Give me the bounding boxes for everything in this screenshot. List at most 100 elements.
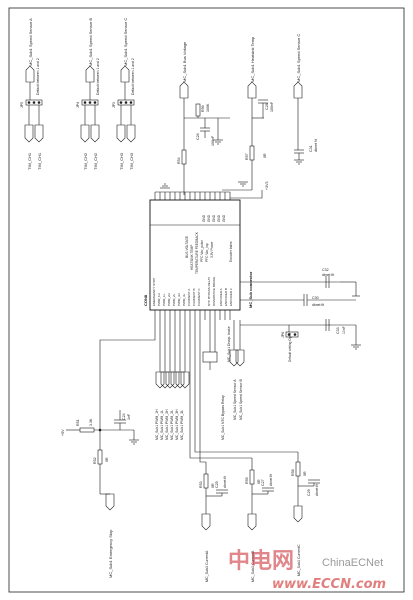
r56-ref: R56 xyxy=(201,105,205,112)
connector-tim-ch3-b: TIM_CH3 xyxy=(129,152,134,170)
watermark: 中电网 ChinaECNet www.ECCN.com xyxy=(228,549,386,592)
jumper-jp6: JP6 xyxy=(281,332,285,338)
pin-temp-feedback: TEMPERATURE FEEDBACK xyxy=(195,231,199,274)
supply-symbols: +3V3 xyxy=(160,182,269,199)
pin-gnd-1: GND xyxy=(202,214,206,222)
emergency-stop-block: +5V R51 3.3K C24 1nF R52 0R MC_Sub1 Emer… xyxy=(61,320,156,578)
r56-value: 100K xyxy=(206,103,210,112)
pin-encoder-z: ENCODER Z xyxy=(229,288,233,306)
pin-pwm-2h: PWM_2H xyxy=(167,293,171,306)
r51-ref: R51 xyxy=(76,419,80,426)
pin-ntc-bypass: NTC BYPASS RELAY xyxy=(207,277,211,306)
pin-bus-voltage: BUS VOLTAGE xyxy=(185,236,189,258)
supply-3v3-label: +3V3 xyxy=(265,182,269,191)
pin-encoder-a: ENCODER A xyxy=(219,288,223,306)
jumper-jp5: JP5 xyxy=(20,102,24,108)
c26-ref: C26 xyxy=(196,133,200,140)
c24-ref: C24 xyxy=(122,413,126,420)
pin-current-b: CURRENT B xyxy=(192,289,196,306)
connector-ref: CON8 xyxy=(143,294,148,306)
c28-value: 100nF xyxy=(270,101,274,112)
heatsink-temp-block: MC_Sub1 Heatsink Temp C28 100nF R57 0R xyxy=(222,36,274,191)
speed-sensor-c-top-label: MC_Sub1 Speed Sensor C xyxy=(296,34,301,82)
speed-sensor-b-block: MC_Sub1 Speed Sensor B Default between 1… xyxy=(76,18,100,170)
sensor-b-strap: Default between 1 and 2 xyxy=(96,58,100,95)
c25-value: dbnet fit xyxy=(223,476,227,488)
connector-con8: CON8 MC_Sub connector GND GND GND GND GN… xyxy=(143,191,253,320)
heatsink-temp-label: MC_Sub1 Heatsink Temp xyxy=(250,36,255,82)
r57-value: 0R xyxy=(263,153,267,158)
jumper-jp6-note: Default setting Open xyxy=(288,333,292,362)
c32-ref: C32 xyxy=(322,268,329,272)
c32-value: dbnet fit xyxy=(322,273,334,277)
connector-top-stubs xyxy=(154,191,231,200)
emergency-stop-label: MC_Sub1 Emergency Stop xyxy=(108,529,113,578)
pin-pwm-1l: PWM_1L xyxy=(162,293,166,306)
sensor-a-label: MC_Sub1 Speed Sensor A xyxy=(28,18,33,66)
current-b-label: MC_Sub1 CurrentB xyxy=(251,550,255,582)
c30-value: dbnet fit xyxy=(312,303,324,307)
current-c-label: MC_Sub1 CurrentC xyxy=(297,544,301,576)
c27-ref: C27 xyxy=(261,479,265,486)
c24-value: 1nF xyxy=(127,413,131,420)
c27-value: dbnet fit xyxy=(269,474,273,486)
pin-pfc-inp: PFC Vac_inp xyxy=(205,243,209,262)
pin-dissipative: DISSIPATIVE BRAKE xyxy=(212,277,216,306)
pwm-ports: MC_Sub1 PWM_1H MC_Sub1 PWM_1L MC_Sub1 PW… xyxy=(155,320,190,440)
pwm-1h-label: MC_Sub1 PWM_1H xyxy=(155,409,159,440)
pin-encoder-index: Encoder Index xyxy=(229,241,233,262)
watermark-brand: ChinaECNet xyxy=(322,557,383,569)
sensor-c-strap: Default between 1 and 2 xyxy=(131,58,135,95)
pwm-3h-label: MC_Sub1 PWM_3H xyxy=(175,409,179,440)
jumper-jp3: JP3 xyxy=(112,102,116,108)
sensor-a-strap: Default between 1 and 2 xyxy=(36,58,40,95)
bus-voltage-label: MC_Sub1 Bus Voltage xyxy=(182,41,187,82)
r52-value: 0R xyxy=(105,457,109,462)
speed-sensor-a-block: MC_Sub1 Speed Sensor A Default between 1… xyxy=(20,18,44,170)
c31-value: dbnet fit xyxy=(314,139,318,152)
pwm-3l-label: MC_Sub1 PWM_3L xyxy=(180,410,184,440)
pin-3v3: 3.3V Power xyxy=(210,241,214,258)
pwm-2l-label: MC_Sub1 PWM_2L xyxy=(170,410,174,440)
pwm-2h-label: MC_Sub1 PWM_2H xyxy=(165,409,169,440)
jumper-jp4: JP4 xyxy=(76,102,80,108)
connector-tim-ch2-b: TIM_CH2 xyxy=(93,152,98,170)
ntc-bypass-label: MC_Sub1 NTC Bypass Relay xyxy=(221,395,225,440)
c29-value: dbnet fit xyxy=(315,484,319,496)
connector-tim-ch1-b: TIM_CH1 xyxy=(37,152,42,170)
connector-tim-ch2-a: TIM_CH2 xyxy=(83,152,88,170)
r55-ref: R55 xyxy=(245,477,249,484)
right-middle-block: C32 dbnet fit C30 dbnet fit C33 10nF JP6… xyxy=(240,268,361,362)
pin-gnd-3: GND xyxy=(212,214,216,222)
r58-ref: R58 xyxy=(291,469,295,476)
connector-bottom-stubs xyxy=(154,310,231,320)
c29-ref: C29 xyxy=(307,489,311,496)
r55-value: 0R xyxy=(257,479,261,484)
pwm-1l-label: MC_Sub1 PWM_1L xyxy=(160,410,164,440)
speed-sensor-c-top-block: MC_Sub1 Speed Sensor C C31 dbnet fit xyxy=(293,34,318,165)
c28-ref: C28 xyxy=(265,103,269,110)
sheet-frame xyxy=(8,7,405,593)
sensor-b-label: MC_Sub1 Speed Sensor B xyxy=(88,18,93,66)
r51-value: 3.3K xyxy=(89,418,93,426)
watermark-url: www.ECCN.com xyxy=(272,577,386,592)
pin-pwm-3h: PWM_3H xyxy=(177,293,181,306)
sensor-b-bottom-label: MC_Sub1 Speed Sensor B xyxy=(239,379,243,420)
connector-name: MC_Sub connector xyxy=(248,271,253,308)
connector-tim-ch3-a: TIM_CH3 xyxy=(119,152,124,170)
connector-tim-ch1-a: TIM_CH1 xyxy=(27,152,32,170)
r52-ref: R52 xyxy=(93,457,97,464)
current-a-label: MC_Sub1 CurrentA xyxy=(205,550,209,582)
bus-voltage-block: MC_Sub1 Bus Voltage R56 100K C26 100nF R… xyxy=(177,41,230,195)
dissipative-label: MC_Sub1 Dissip. brake xyxy=(227,326,231,362)
c30-ref: C30 xyxy=(312,296,319,300)
sensor-a-bottom-label: MC_Sub1 Speed Sensor A xyxy=(233,379,237,420)
r58-value: 0R xyxy=(303,471,307,476)
sensor-c-label: MC_Sub1 Speed Sensor C xyxy=(123,18,128,66)
pin-pwm-1h: PWM_1H xyxy=(157,293,161,306)
pin-encoder-b: ENCODER B xyxy=(224,288,228,306)
c31-ref: C31 xyxy=(309,145,313,152)
r54-ref: R54 xyxy=(177,157,181,164)
